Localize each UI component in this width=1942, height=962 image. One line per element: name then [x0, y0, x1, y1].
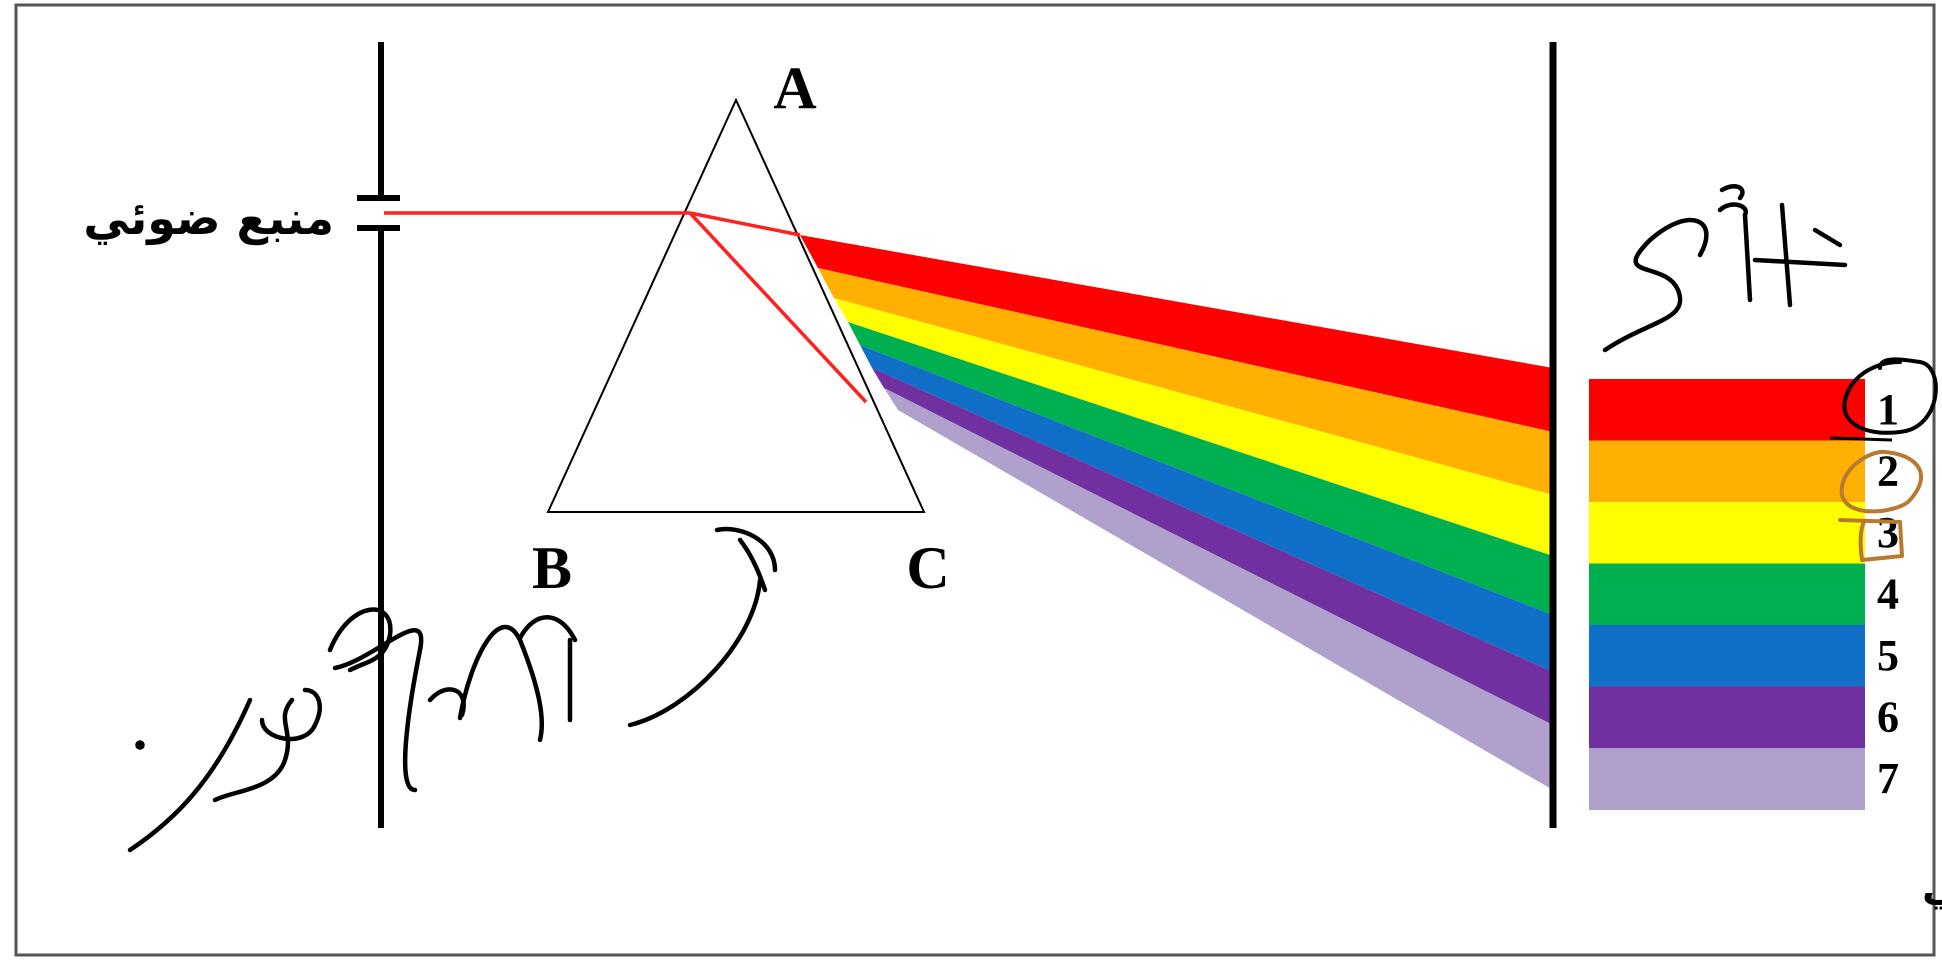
- light-source-label: منبع ضوئي: [83, 191, 334, 245]
- handwritten-prism-note: [127, 526, 778, 853]
- beam-band-4: [848, 322, 1553, 615]
- light-rays: [384, 211, 868, 404]
- spectrum-band-4: [1589, 563, 1865, 626]
- beam-band-1: [800, 235, 1553, 432]
- prism: [546, 97, 926, 513]
- band-number-5: 5: [1877, 631, 1899, 680]
- band-number-1: 1: [1877, 385, 1899, 434]
- spectrum-band-5: [1589, 625, 1865, 687]
- spectrum-band-1: [1589, 379, 1865, 441]
- spectrum-band-2: [1589, 440, 1865, 503]
- band-number-3: 3: [1877, 508, 1899, 557]
- beam-band-7: [884, 388, 1553, 790]
- spectrum-band-7: [1589, 748, 1865, 810]
- dispersed-beam: [800, 235, 1553, 790]
- band-numbers: 1 2 3 4 5 6 7: [1877, 385, 1899, 803]
- refracted-ray: [689, 211, 801, 237]
- reflected-ray: [688, 211, 868, 404]
- circle-mark-1: [1842, 357, 1938, 435]
- vertex-c-label: C: [906, 535, 949, 601]
- light-source: [357, 42, 400, 828]
- vertex-b-label: B: [532, 535, 572, 601]
- box-mark-3: [1838, 518, 1904, 562]
- spectrum-bands: [1589, 379, 1865, 810]
- beam-band-5: [860, 345, 1553, 672]
- frame-border: [14, 3, 1936, 957]
- beam-band-3: [834, 298, 1553, 556]
- beam-band-2: [818, 268, 1553, 495]
- spectrum-band-6: [1589, 686, 1865, 749]
- band-number-4: 4: [1877, 570, 1899, 619]
- color-caption: 1- أحمر 2- برتقالي 3-أصفر 4- أخضر 5-أزرق…: [1922, 860, 1942, 910]
- handwritten-red-note: [1602, 184, 1848, 353]
- circle-mark-2: [1839, 449, 1923, 514]
- beam-band-6: [872, 368, 1553, 725]
- band-number-7: 7: [1877, 754, 1899, 803]
- vertex-a-label: A: [773, 55, 816, 121]
- underline-mark-1: [1829, 436, 1893, 442]
- spectrum-band-3: [1589, 502, 1865, 564]
- brown-marks: [1838, 449, 1923, 562]
- band-number-2: 2: [1877, 447, 1899, 496]
- band-number-6: 6: [1877, 693, 1899, 742]
